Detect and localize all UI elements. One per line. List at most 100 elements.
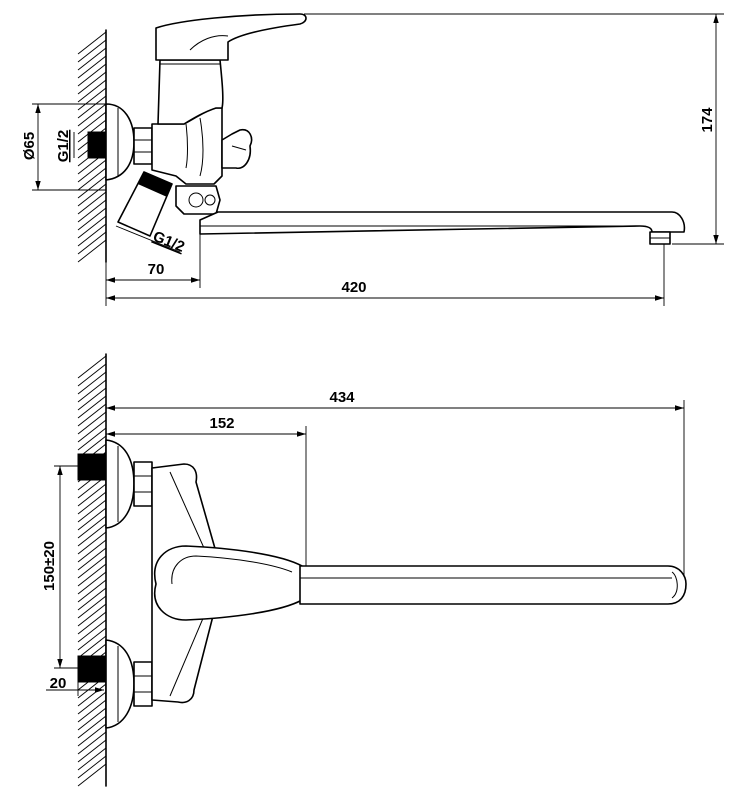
wall-hatch-line — [77, 619, 107, 643]
wall-hatch-line — [77, 715, 107, 739]
wall-hatch-line — [77, 387, 107, 411]
wall-hatch-line — [77, 231, 107, 255]
wall-hatch-line — [77, 579, 107, 603]
dim-overall-length: 434 — [105, 389, 685, 576]
wall-hatch-line — [77, 371, 107, 395]
wall-hatch-line — [77, 547, 107, 571]
wall-hatch-line — [77, 119, 107, 143]
bottom-wall — [77, 353, 107, 787]
dim-spout-reach: 420 — [105, 244, 665, 306]
wall-hatch-line — [77, 627, 107, 651]
dim-inlet-depth-label: 20 — [50, 675, 67, 692]
wall-hatch-line — [77, 223, 107, 247]
dim-height: 174 — [304, 13, 724, 245]
wall-hatch-line — [77, 419, 107, 443]
dim-inlet-depth: 20 — [46, 675, 104, 696]
dim-spout-reach-label: 420 — [341, 279, 366, 296]
wall-hatch-line — [77, 611, 107, 635]
dim-wall-offset-label: 70 — [148, 261, 165, 278]
bottom-spout — [299, 565, 687, 605]
bottom-upper-flange — [105, 439, 135, 529]
wall-hatch-line — [77, 167, 107, 191]
top-inlet-block — [175, 185, 221, 215]
bottom-lower-thread — [77, 655, 107, 683]
wall-hatch-line — [77, 723, 107, 747]
bottom-lower-flange — [105, 639, 135, 729]
top-cartridge-housing — [157, 59, 224, 125]
top-hex-nut — [133, 127, 153, 165]
wall-hatch-line — [77, 355, 107, 379]
top-inlet-thread — [138, 171, 173, 197]
wall-hatch-line — [77, 71, 107, 95]
wall-hatch-line — [77, 531, 107, 555]
wall-hatch-line — [77, 499, 107, 523]
wall-hatch-line — [77, 215, 107, 239]
wall-hatch-line — [77, 571, 107, 595]
wall-hatch-line — [77, 95, 107, 119]
wall-hatch-line — [77, 111, 107, 135]
wall-hatch-line — [77, 379, 107, 403]
wall-hatch-line — [77, 539, 107, 563]
wall-hatch-line — [77, 491, 107, 515]
dim-handle-reach: 152 — [106, 415, 307, 566]
wall-hatch-line — [77, 79, 107, 103]
dim-inlet-thread-label: G1/2 — [151, 228, 188, 256]
wall-hatch-line — [77, 523, 107, 547]
wall-hatch-line — [77, 87, 107, 111]
top-thread-connector — [87, 131, 107, 159]
dim-inlet-spacing-label: 150±20 — [41, 541, 58, 591]
dim-flange-diameter: Ø65 — [21, 103, 106, 191]
wall-hatch-line — [77, 191, 107, 215]
dim-thread-vertical: G1/2 — [55, 130, 75, 163]
top-lever-handle — [155, 13, 307, 61]
dim-wall-offset: 70 — [106, 234, 201, 288]
wall-hatch-line — [77, 699, 107, 723]
wall-hatch-line — [77, 739, 107, 763]
wall-hatch-line — [77, 763, 107, 787]
wall-hatch-line — [77, 55, 107, 79]
wall-hatch-line — [77, 555, 107, 579]
top-diverter-knob — [221, 128, 253, 170]
bottom-upper-thread — [77, 453, 107, 481]
wall-hatch-line — [77, 635, 107, 659]
wall-hatch-line — [77, 63, 107, 87]
wall-hatch-line — [77, 563, 107, 587]
wall-hatch-line — [77, 427, 107, 451]
dim-handle-reach-label: 152 — [209, 415, 234, 432]
wall-hatch-line — [77, 175, 107, 199]
wall-hatch-line — [77, 403, 107, 427]
wall-hatch-line — [77, 483, 107, 507]
wall-hatch-line — [77, 587, 107, 611]
top-spout — [199, 211, 686, 235]
wall-hatch-line — [77, 507, 107, 531]
top-view: 174 Ø65 G1/2 G1/2 70 — [21, 13, 724, 306]
top-wall-flange — [105, 103, 135, 181]
wall-hatch-line — [77, 603, 107, 627]
bottom-lower-nut — [133, 661, 153, 707]
wall-hatch-line — [77, 731, 107, 755]
wall-hatch-line — [77, 103, 107, 127]
wall-hatch-line — [77, 363, 107, 387]
dim-flange-diameter-label: Ø65 — [21, 132, 38, 160]
wall-hatch-line — [77, 239, 107, 263]
wall-hatch-line — [77, 31, 107, 55]
wall-hatch-line — [77, 691, 107, 715]
dim-thread-vertical-label: G1/2 — [55, 130, 72, 163]
wall-hatch-line — [77, 159, 107, 183]
wall-hatch-line — [77, 39, 107, 63]
wall-hatch-line — [77, 515, 107, 539]
dim-height-label: 174 — [699, 107, 716, 133]
wall-hatch-line — [77, 395, 107, 419]
wall-hatch-line — [77, 199, 107, 223]
dim-inlet-spacing: 150±20 — [41, 465, 78, 669]
wall-hatch-line — [77, 755, 107, 779]
bottom-view: 434 152 150±20 20 — [41, 353, 687, 787]
dim-overall-length-label: 434 — [329, 389, 355, 406]
bottom-handle — [153, 545, 311, 621]
wall-hatch-line — [77, 47, 107, 71]
wall-hatch-line — [77, 207, 107, 231]
wall-hatch-line — [77, 747, 107, 771]
wall-hatch-line — [77, 411, 107, 435]
bottom-upper-nut — [133, 461, 153, 507]
